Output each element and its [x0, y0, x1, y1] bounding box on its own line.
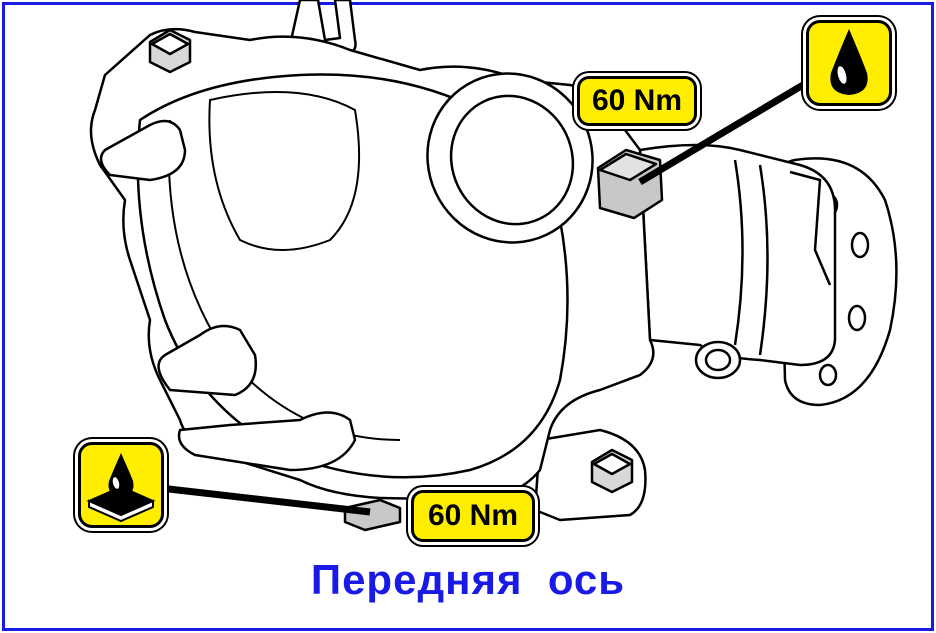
- torque-label-drain-plug: 60 Nm: [411, 490, 535, 542]
- fill-port-inner: [449, 94, 575, 226]
- drain-plug: [343, 498, 402, 532]
- diagram-caption: Передняя ось: [310, 556, 626, 603]
- leader-sealant: [159, 484, 371, 516]
- leader-oil: [638, 78, 810, 186]
- torque-label-fill-plug: 60 Nm: [577, 76, 697, 126]
- fill-plug-hex: [596, 148, 664, 220]
- sealant-drop-icon: [78, 442, 164, 528]
- bolt-top-left: [148, 28, 192, 74]
- oil-drop-icon: [806, 20, 892, 106]
- bolt-lower-right: [590, 448, 634, 494]
